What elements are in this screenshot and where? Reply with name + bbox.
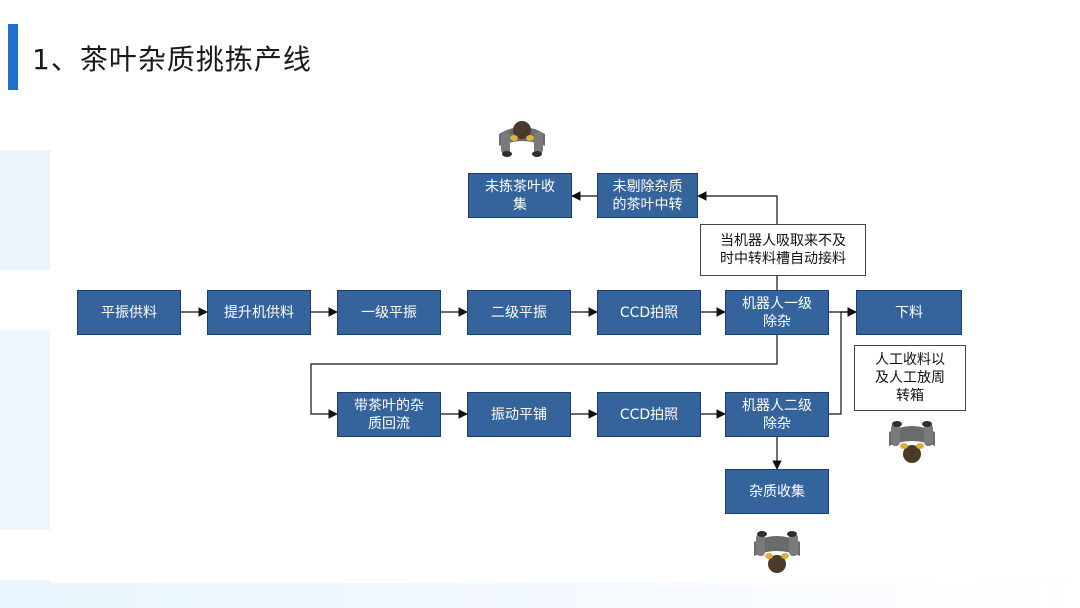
- node-unpicked-tea-collection: 未拣茶叶收 集: [468, 173, 572, 218]
- node-ccd-capture-1: CCD拍照: [597, 290, 701, 335]
- operator-icon: [889, 421, 935, 463]
- page-title: 1、茶叶杂质挑拣产线: [32, 43, 312, 76]
- title-accent-bar: [8, 24, 18, 90]
- node-level1-flat-vibration: 一级平振: [337, 290, 441, 335]
- operator-icon: [499, 121, 545, 157]
- node-ccd-capture-2: CCD拍照: [597, 392, 701, 437]
- node-unremoved-tea-transfer: 未剔除杂质 的茶叶中转: [597, 173, 698, 218]
- arrow-robot2-to-unload: [829, 307, 857, 415]
- arrow-robot1-to-return: [310, 335, 778, 419]
- node-robot-level2-removal: 机器人二级 除杂: [725, 392, 829, 437]
- node-robot-level1-removal: 机器人一级 除杂: [725, 290, 829, 335]
- node-level2-flat-vibration: 二级平振: [467, 290, 571, 335]
- node-vibration-spreading: 振动平铺: [467, 392, 571, 437]
- node-flat-vibration-supply: 平振供料: [77, 290, 181, 335]
- operator-icon: [754, 531, 800, 573]
- node-unload: 下料: [856, 290, 962, 335]
- node-lift-supply: 提升机供料: [207, 290, 311, 335]
- node-impurity-return-flow: 带茶叶的杂 质回流: [337, 392, 441, 437]
- note-auto-catch: 当机器人吸取来不及 时中转料槽自动接料: [700, 224, 866, 276]
- background-bottom-strip: [0, 580, 1080, 608]
- note-manual-handling: 人工收料以 及人工放周 转箱: [854, 345, 966, 411]
- node-impurity-collection: 杂质收集: [725, 469, 829, 514]
